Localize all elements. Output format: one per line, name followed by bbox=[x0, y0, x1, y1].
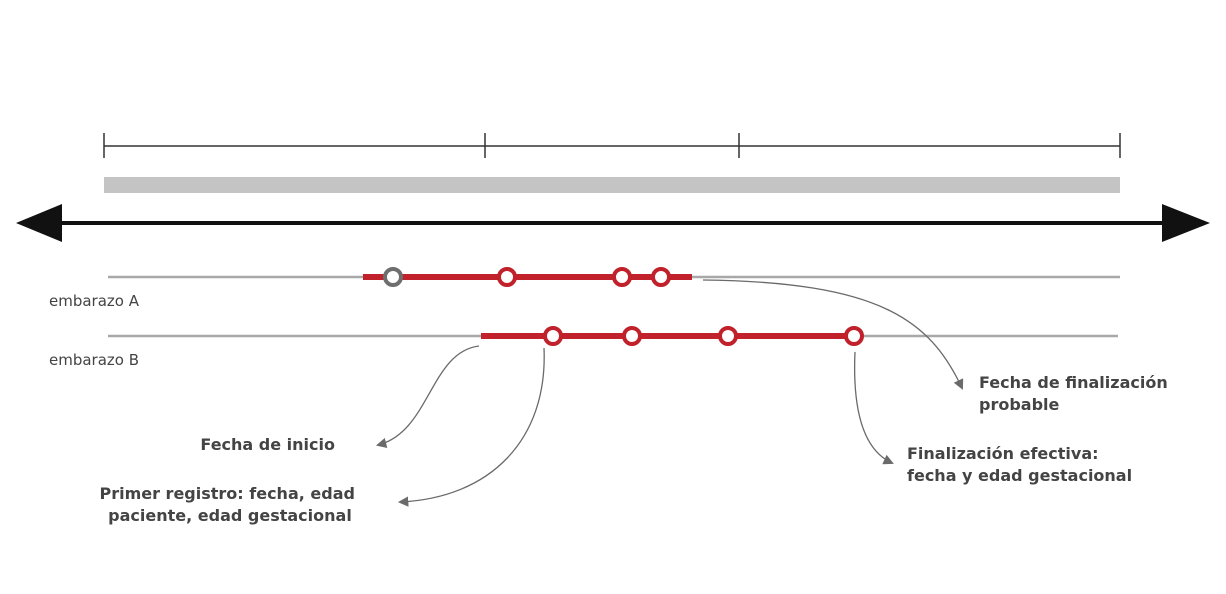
connector-probable-end bbox=[702, 279, 964, 390]
pregnancy-a-record-marker bbox=[651, 267, 671, 287]
left-arrowhead-icon bbox=[16, 204, 62, 242]
callout-start-date: Fecha de inicio bbox=[200, 435, 335, 454]
time-scale-ruler bbox=[103, 133, 1121, 158]
connector-actual-end bbox=[853, 351, 894, 465]
pregnancy-b-record-marker bbox=[622, 326, 642, 346]
pregnancy-b-label: embarazo B bbox=[49, 351, 139, 369]
pregnancy-b-record-marker bbox=[718, 326, 738, 346]
pregnancy-a-record-marker bbox=[497, 267, 517, 287]
callout-connectors bbox=[375, 279, 964, 507]
time-axis bbox=[16, 204, 1210, 242]
connector-first-record bbox=[397, 347, 545, 507]
pregnancy-a-record-marker bbox=[612, 267, 632, 287]
callout-probable-end: Fecha de finalización probable bbox=[979, 373, 1173, 414]
callout-actual-end: Finalización efectiva: fecha y edad gest… bbox=[907, 444, 1132, 485]
observation-band bbox=[104, 177, 1120, 193]
pregnancy-b-end-marker bbox=[844, 326, 864, 346]
callout-first-record: Primer registro: fecha, edad paciente, e… bbox=[99, 484, 360, 525]
pregnancy-a-label: embarazo A bbox=[49, 292, 140, 310]
pregnancy-b-record-marker bbox=[543, 326, 563, 346]
connector-start-date bbox=[375, 345, 480, 449]
pregnancy-b-row: embarazo B bbox=[49, 326, 1118, 369]
right-arrowhead-icon bbox=[1162, 204, 1210, 242]
pregnancy-a-row: embarazo A bbox=[49, 267, 1120, 310]
pregnancy-a-first-record-marker bbox=[383, 267, 403, 287]
